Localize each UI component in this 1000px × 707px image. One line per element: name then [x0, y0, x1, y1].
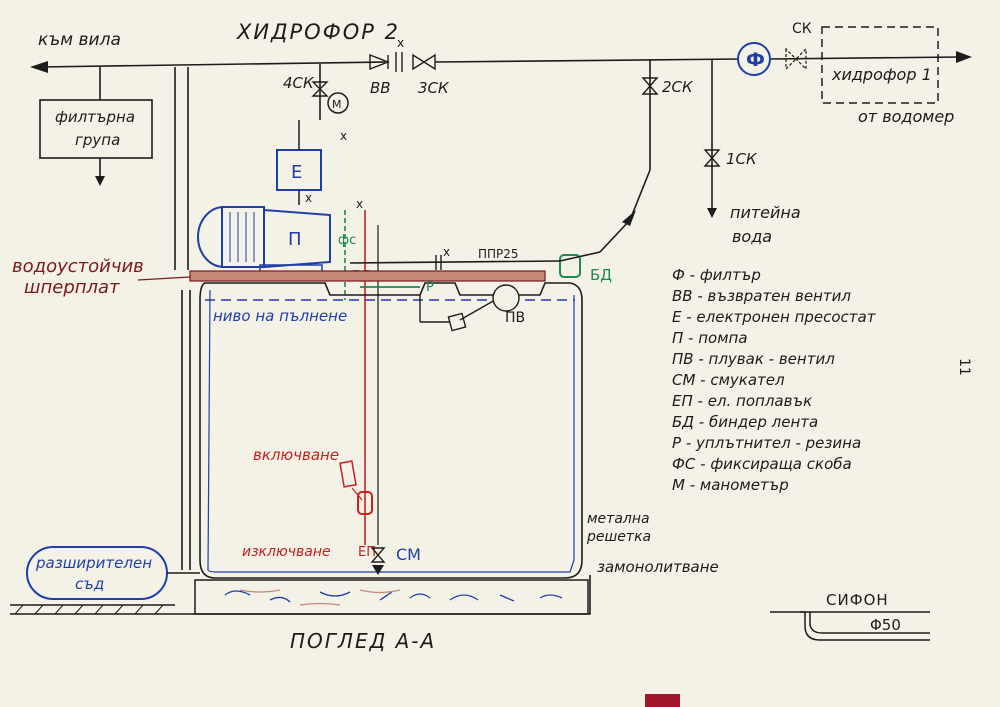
filter-drain-arrow	[95, 176, 105, 186]
page-number: 11	[956, 358, 972, 376]
outflow-arrow	[30, 61, 48, 73]
concrete-base	[194, 579, 589, 615]
el-float-body	[357, 491, 373, 515]
filter-group-box	[39, 99, 153, 159]
drinking-water-label-2: вода	[732, 227, 772, 246]
filter-icon	[737, 42, 771, 76]
pump-label: П	[288, 229, 302, 250]
valve-4sk-symbol	[311, 81, 329, 97]
expansion-label-1: разширителен	[35, 554, 152, 572]
floor	[10, 575, 591, 615]
legend-item: ВВ - възвратен вентил	[672, 287, 851, 305]
el-float-icon	[339, 460, 357, 488]
concrete-label: замонолитване	[597, 558, 719, 576]
metal-grate-label-1: метална	[587, 511, 650, 527]
x-mark-4: х	[356, 197, 363, 211]
switch-off-label: изключване	[242, 544, 331, 560]
valve-2sk-label: 2СК	[662, 78, 694, 96]
siphon-label: СИФОН	[826, 591, 889, 609]
pipe-ppr-label: ППР25	[478, 247, 519, 261]
legend-item: ПВ - плувак - вентил	[672, 350, 835, 368]
binder-bracket-right	[559, 254, 581, 278]
valve-sk-icon	[785, 47, 807, 71]
valve-2sk-icon	[641, 77, 659, 95]
binder-right-label: БД	[590, 266, 612, 284]
hydrophore1-label: хидрофор 1	[831, 65, 932, 84]
x-mark-3: х	[305, 191, 312, 205]
suction-icon	[370, 547, 386, 563]
legend-item: СМ - смукател	[672, 371, 785, 389]
valve-vv-label: ВВ	[370, 79, 391, 97]
phi50-label: Φ50	[870, 616, 901, 634]
main-water-pipe	[39, 56, 961, 68]
switch-on-label: включване	[253, 446, 339, 464]
binding-tab	[645, 694, 680, 707]
view-title: ПОГЛЕД А-А	[290, 629, 436, 653]
x-mark-2: х	[397, 36, 404, 50]
riser-pipes	[174, 67, 191, 570]
expansion-label-2: съд	[75, 575, 104, 593]
metal-grate-label-2: решетка	[586, 529, 651, 545]
filter-group-label-2: група	[75, 131, 120, 149]
water-tank	[199, 282, 583, 579]
to-villa-label: към вила	[38, 30, 121, 50]
float-valve-label: ПВ	[505, 310, 525, 326]
drinking-water-arrow	[707, 208, 717, 218]
fill-level-label: ниво на пълнене	[213, 307, 347, 325]
inflow-arrow	[956, 51, 972, 63]
valve-sk-label: СК	[792, 21, 812, 37]
hydrophore1-box	[821, 26, 939, 104]
legend-item: БД - биндер лента	[672, 413, 818, 431]
flow-arrow	[622, 210, 636, 226]
x-mark-5: х	[443, 245, 450, 259]
el-float-label: ЕП	[358, 545, 376, 560]
gasket-label: Р	[426, 280, 434, 295]
plywood-label-2: шперплат	[24, 277, 120, 298]
siphon-pipe	[770, 611, 930, 641]
check-valve-vv-icon	[369, 52, 403, 72]
valve-1sk-icon	[703, 149, 721, 167]
valve-3sk-label: 3СК	[418, 79, 450, 97]
valve-4sk-label: 4СК	[283, 74, 315, 92]
float-valve	[419, 284, 520, 332]
pressostat-label: Е	[291, 162, 302, 183]
valve-1sk-label: 1СК	[726, 150, 758, 168]
legend-item: Е - електронен пресостат	[672, 308, 877, 326]
pump-motor	[197, 206, 331, 274]
drinking-water-label-1: питейна	[730, 203, 801, 222]
legend-item: М - манометър	[672, 476, 789, 494]
plywood-label-1: водоустойчив	[12, 256, 144, 277]
filter-symbol: Ф	[746, 49, 765, 71]
legend-item: Ф - филтър	[672, 266, 761, 284]
plywood-lid	[189, 270, 546, 282]
x-mark-1: х	[340, 129, 347, 143]
legend-item: П - помпа	[672, 329, 748, 347]
legend-item: ЕП - ел. поплавък	[672, 392, 812, 410]
suction-label: СМ	[396, 545, 421, 564]
fix-bracket-label: фс	[338, 233, 356, 248]
valve-3sk-icon	[412, 53, 436, 71]
from-meter-label: от водомер	[858, 107, 954, 126]
manometer-icon	[327, 92, 349, 114]
legend: Ф - филтър ВВ - възвратен вентил Е - елект…	[672, 266, 877, 494]
manometer-label: М	[332, 98, 342, 111]
legend-item: ФС - фиксираща скоба	[672, 455, 852, 473]
hydrophore2-label: ХИДРОФОР 2	[236, 20, 400, 44]
legend-item: Р - уплътнител - резина	[672, 434, 861, 452]
filter-group-label-1: филтърна	[55, 108, 135, 126]
